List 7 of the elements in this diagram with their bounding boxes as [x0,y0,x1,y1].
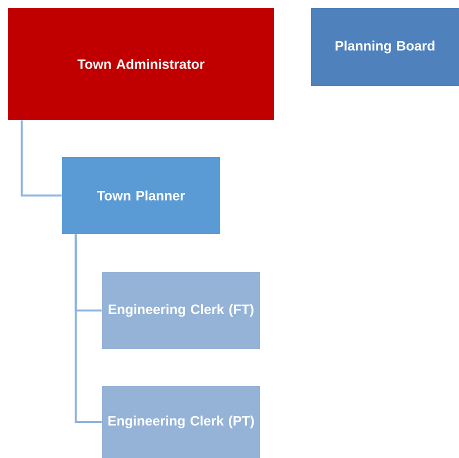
process-box: Town Administrator [8,8,274,120]
process-box: Planning Board [311,8,459,86]
connector-line [74,234,102,423]
connector-line [20,120,62,196]
process-box: Engineering Clerk (PT) [102,386,260,458]
process-box: Town Planner [62,157,220,234]
process-box: Engineering Clerk (FT) [102,272,260,349]
